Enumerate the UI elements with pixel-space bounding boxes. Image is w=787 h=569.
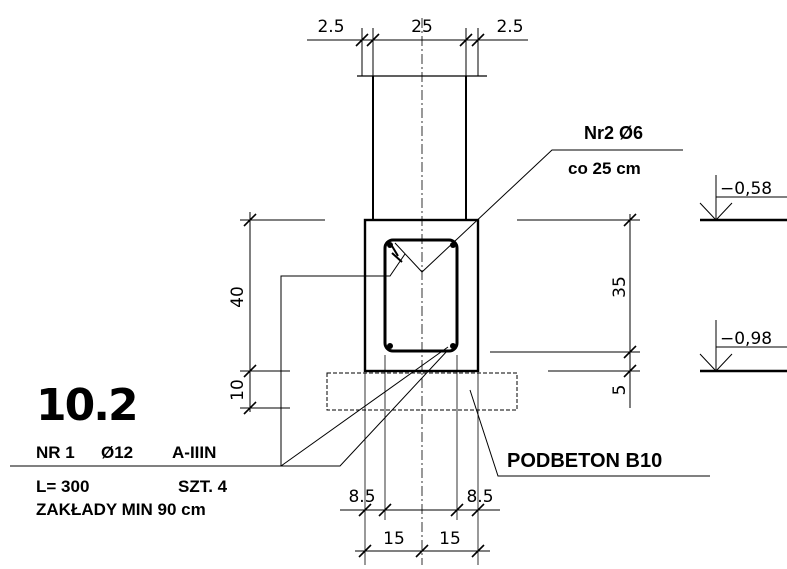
- top-dim-right: 2.5: [496, 17, 523, 37]
- level-lower-label: −0,98: [720, 329, 772, 349]
- lean-concrete-layer: [326, 372, 518, 411]
- dim-height-40: 40: [228, 286, 248, 308]
- stirrup-spacing: co 25 cm: [568, 159, 641, 178]
- main-bar-lap: ZAKŁADY MIN 90 cm: [36, 500, 206, 519]
- bottom-dim-half-right: 15: [439, 529, 461, 549]
- main-bar-length: L= 300: [36, 477, 89, 496]
- top-dimension-chain: 2.5 25 2.5: [307, 17, 528, 76]
- main-bar-leader: [10, 253, 449, 467]
- bottom-dim-half-left: 15: [383, 529, 405, 549]
- bottom-dimensions: 8.5 8.5 15 15: [340, 355, 500, 565]
- stirrup-label: Nr2 Ø6: [584, 123, 643, 143]
- stirrup-leader: [394, 149, 683, 273]
- main-bar-nr: NR 1: [36, 443, 75, 462]
- dim-footing-10: 10: [228, 379, 248, 401]
- footing-section: [363, 218, 480, 373]
- main-bar-diameter: Ø12: [101, 443, 133, 462]
- stirrup-rebar: [383, 238, 459, 353]
- lean-concrete-leader: [469, 389, 710, 477]
- top-dim-left: 2.5: [317, 17, 344, 37]
- main-bar-steel: A-IIIN: [172, 443, 216, 462]
- main-bar-spec: NR 1 Ø12 A-IIIN L= 300 SZT. 4 ZAKŁADY MI…: [36, 443, 228, 519]
- dim-lean-5: 5: [610, 385, 630, 396]
- level-mark-upper: −0,58: [699, 175, 787, 222]
- main-bar-quantity: SZT. 4: [178, 477, 228, 496]
- section-number: 10.2: [36, 380, 137, 431]
- dim-inner-35: 35: [610, 276, 630, 298]
- level-mark-lower: −0,98: [699, 320, 787, 373]
- bottom-dim-left: 8.5: [348, 487, 375, 507]
- right-dimensions: 35 5: [490, 213, 640, 408]
- level-upper-label: −0,58: [720, 179, 772, 199]
- lean-concrete-label: PODBETON B10: [507, 450, 662, 472]
- left-dimensions: 40 10: [228, 212, 325, 415]
- bottom-dim-right: 8.5: [466, 487, 493, 507]
